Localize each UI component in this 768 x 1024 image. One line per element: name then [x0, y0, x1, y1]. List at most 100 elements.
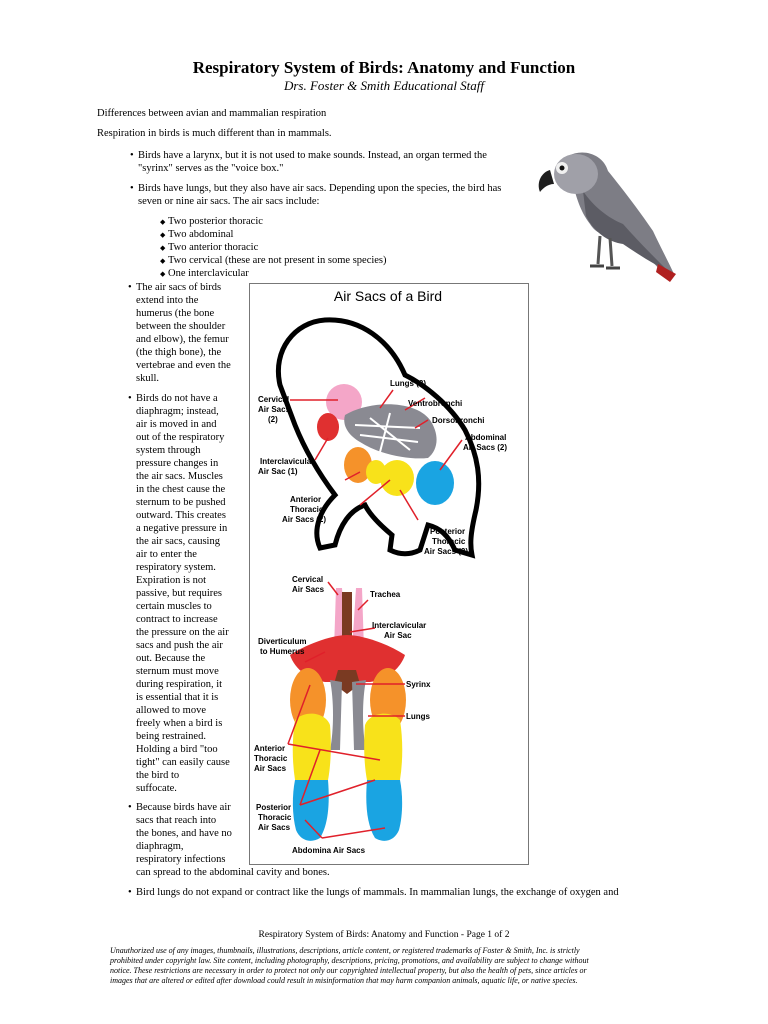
bullet-extend-line: skull.: [136, 373, 160, 384]
bullet-infection: Because birds have air sacs that reach i…: [128, 801, 250, 866]
label-ventrobronchi: Ventrobronchi: [408, 399, 462, 408]
sac-item: Two cervical (these are not present in s…: [160, 254, 386, 268]
label-front-anterior: Anterior: [254, 744, 285, 753]
bullet-diaphragm-line: pressure changes in: [136, 458, 219, 469]
label-abdominal: Air Sacs (2): [463, 443, 507, 452]
bullet-diaphragm-line: the pressure on the air: [136, 627, 229, 638]
bullet-extend-line: and elbow), the femur: [136, 334, 229, 345]
bullet-diaphragm-line: out of the respiratory: [136, 432, 225, 443]
bullet-diaphragm-line: sacs and push the air: [136, 640, 223, 651]
label-anterior-thoracic: Anterior: [290, 495, 321, 504]
label-front-cervical: Cervical: [292, 575, 323, 584]
parrot-image: [538, 152, 676, 282]
bullet-extend-line: (the thigh bone), the: [136, 347, 222, 358]
label-anterior-thoracic: Thoracic: [290, 505, 324, 514]
bullet-extend-line: The air sacs of birds: [136, 282, 222, 293]
sac-item: Two posterior thoracic: [160, 215, 263, 229]
interclavicular-sac: [317, 413, 339, 441]
intro-text: Respiration in birds is much different t…: [97, 128, 332, 139]
label-front-posterior: Posterior: [256, 803, 291, 812]
figure-frame: [249, 283, 529, 865]
bullet-diaphragm-line: system through: [136, 445, 201, 456]
label-front-trachea: Trachea: [370, 590, 401, 599]
sac-item: One interclavicular: [160, 267, 249, 281]
section-heading: Differences between avian and mammalian …: [97, 108, 327, 119]
bullet-diaphragm-line: Birds do not have a: [136, 393, 218, 404]
bullet-diaphragm-line: is essential that it is: [136, 692, 219, 703]
bullet-infection-line: sacs that reach into: [136, 815, 217, 826]
bullet-extend-line: humerus (the bone: [136, 308, 215, 319]
bullet-diaphragm-line: diaphragm; instead,: [136, 406, 219, 417]
bullet-lungs: Birds have lungs, but they also have air…: [130, 182, 502, 195]
bullet-diaphragm-line: the air sacs, causing: [136, 536, 220, 547]
bullet-diaphragm-line: Expiration is not: [136, 575, 206, 586]
figure-title: Air Sacs of a Bird: [333, 288, 443, 304]
bullet-diaphragm-line: in the chest cause the: [136, 484, 226, 495]
bullet-diaphragm-line: the air sacs. Muscles: [136, 471, 223, 482]
bullet-infection-line: the bones, and have no: [136, 828, 232, 839]
bullet-diaphragm-line: respiratory system.: [136, 562, 216, 573]
label-front-posterior: Thoracic: [258, 813, 292, 822]
label-interclavicular: Interclavicular: [260, 457, 314, 466]
lungs-shape: [344, 404, 437, 459]
label-posterior-thoracic: Thoracic: [432, 537, 466, 546]
label-front-interclavicular: Interclavicular: [372, 621, 426, 630]
label-abdominal: Abdominal: [465, 433, 506, 442]
bullet-diaphragm-line: tight" can easily cause: [136, 757, 230, 768]
bullet-lungs-line1: Birds have lungs, but they also have air…: [138, 183, 502, 194]
bullet-diaphragm-line: air to enter the: [136, 549, 197, 560]
label-posterior-thoracic: Posterior: [430, 527, 465, 536]
page-footer: Respiratory System of Birds: Anatomy and…: [258, 930, 510, 940]
bullet-diaphragm-line: sternum must move: [136, 666, 219, 677]
label-front-diverticulum: Diverticulum: [258, 637, 306, 646]
label-front-diverticulum: to Humerus: [260, 647, 305, 656]
bullet-diaphragm-line: contract to increase: [136, 614, 218, 625]
bullet-infection-last: can spread to the abdominal cavity and b…: [136, 867, 330, 878]
bullet-diaphragm-line: the bird to: [136, 770, 180, 781]
bullet-diaphragm-line: a negative pressure in: [136, 523, 228, 534]
label-front-anterior: Thoracic: [254, 754, 288, 763]
label-lungs: Lungs (2): [390, 379, 426, 388]
copyright-line: Unauthorized use of any images, thumbnai…: [110, 946, 580, 955]
label-cervical: Air Sacs: [258, 405, 291, 414]
posterior-thoracic-sac: [380, 460, 414, 496]
label-cervical: Cervical: [258, 395, 289, 404]
bullet-diaphragm-line: certain muscles to: [136, 601, 212, 612]
sac-item: Two abdominal: [160, 228, 234, 242]
bullet-infection-line: respiratory infections: [136, 854, 226, 865]
label-anterior-thoracic: Air Sacs (2): [282, 515, 326, 524]
front-view: [290, 588, 406, 841]
page-subtitle: Drs. Foster & Smith Educational Staff: [283, 78, 485, 93]
abdominal-sac: [416, 461, 454, 505]
bullet-diaphragm-line: outward. This creates: [136, 510, 226, 521]
bullet-lungs-line2: seven or nine air sacs. The air sacs inc…: [138, 196, 320, 207]
air-sacs-diagram: Cervical Air Sacs (2) Lungs (2) Ventrobr…: [254, 317, 507, 855]
bullet-diaphragm-line: being restrained.: [136, 731, 206, 742]
front-callout-lines: [287, 581, 405, 839]
label-dorsobronchi: Dorsobronchi: [432, 416, 484, 425]
bullet-larynx: Birds have a larynx, but it is not used …: [130, 149, 487, 162]
label-front-interclavicular: Air Sac: [384, 631, 412, 640]
bullet-larynx-line2: "syrinx" serves as the "voice box.": [138, 163, 284, 174]
bullet-diaphragm-line: sternum to be pushed: [136, 497, 226, 508]
copyright-line: prohibited under copyright law. Site con…: [110, 956, 589, 965]
label-interclavicular: Air Sac (1): [258, 467, 298, 476]
bullet-extend-line: extend into the: [136, 295, 199, 306]
anterior-thoracic-sac: [344, 447, 372, 483]
page-title: Respiratory System of Birds: Anatomy and…: [192, 58, 576, 77]
bullet-diaphragm: Birds do not have a diaphragm; instead, …: [128, 392, 248, 795]
label-front-syrinx: Syrinx: [406, 680, 431, 689]
label-front-cervical: Air Sacs: [292, 585, 325, 594]
label-posterior-thoracic: Air Sacs (2): [424, 547, 468, 556]
bullet-last: Bird lungs do not expand or contract lik…: [128, 886, 619, 899]
copyright-line: notice. These restrictions are necessary…: [110, 966, 587, 975]
copyright-line: images that are altered or edited after …: [110, 976, 578, 985]
bullet-extend-line: vertebrae and even the: [136, 360, 231, 371]
bullet-infection-line: Because birds have air: [136, 802, 231, 813]
bullet-extend-line: between the shoulder: [136, 321, 226, 332]
bullet-larynx-line1: Birds have a larynx, but it is not used …: [138, 150, 487, 161]
bullet-diaphragm-line: Holding a bird "too: [136, 744, 218, 755]
bullet-diaphragm-line: passive, but requires: [136, 588, 223, 599]
bullet-diaphragm-line: freely when a bird is: [136, 718, 223, 729]
label-cervical: (2): [268, 415, 278, 424]
